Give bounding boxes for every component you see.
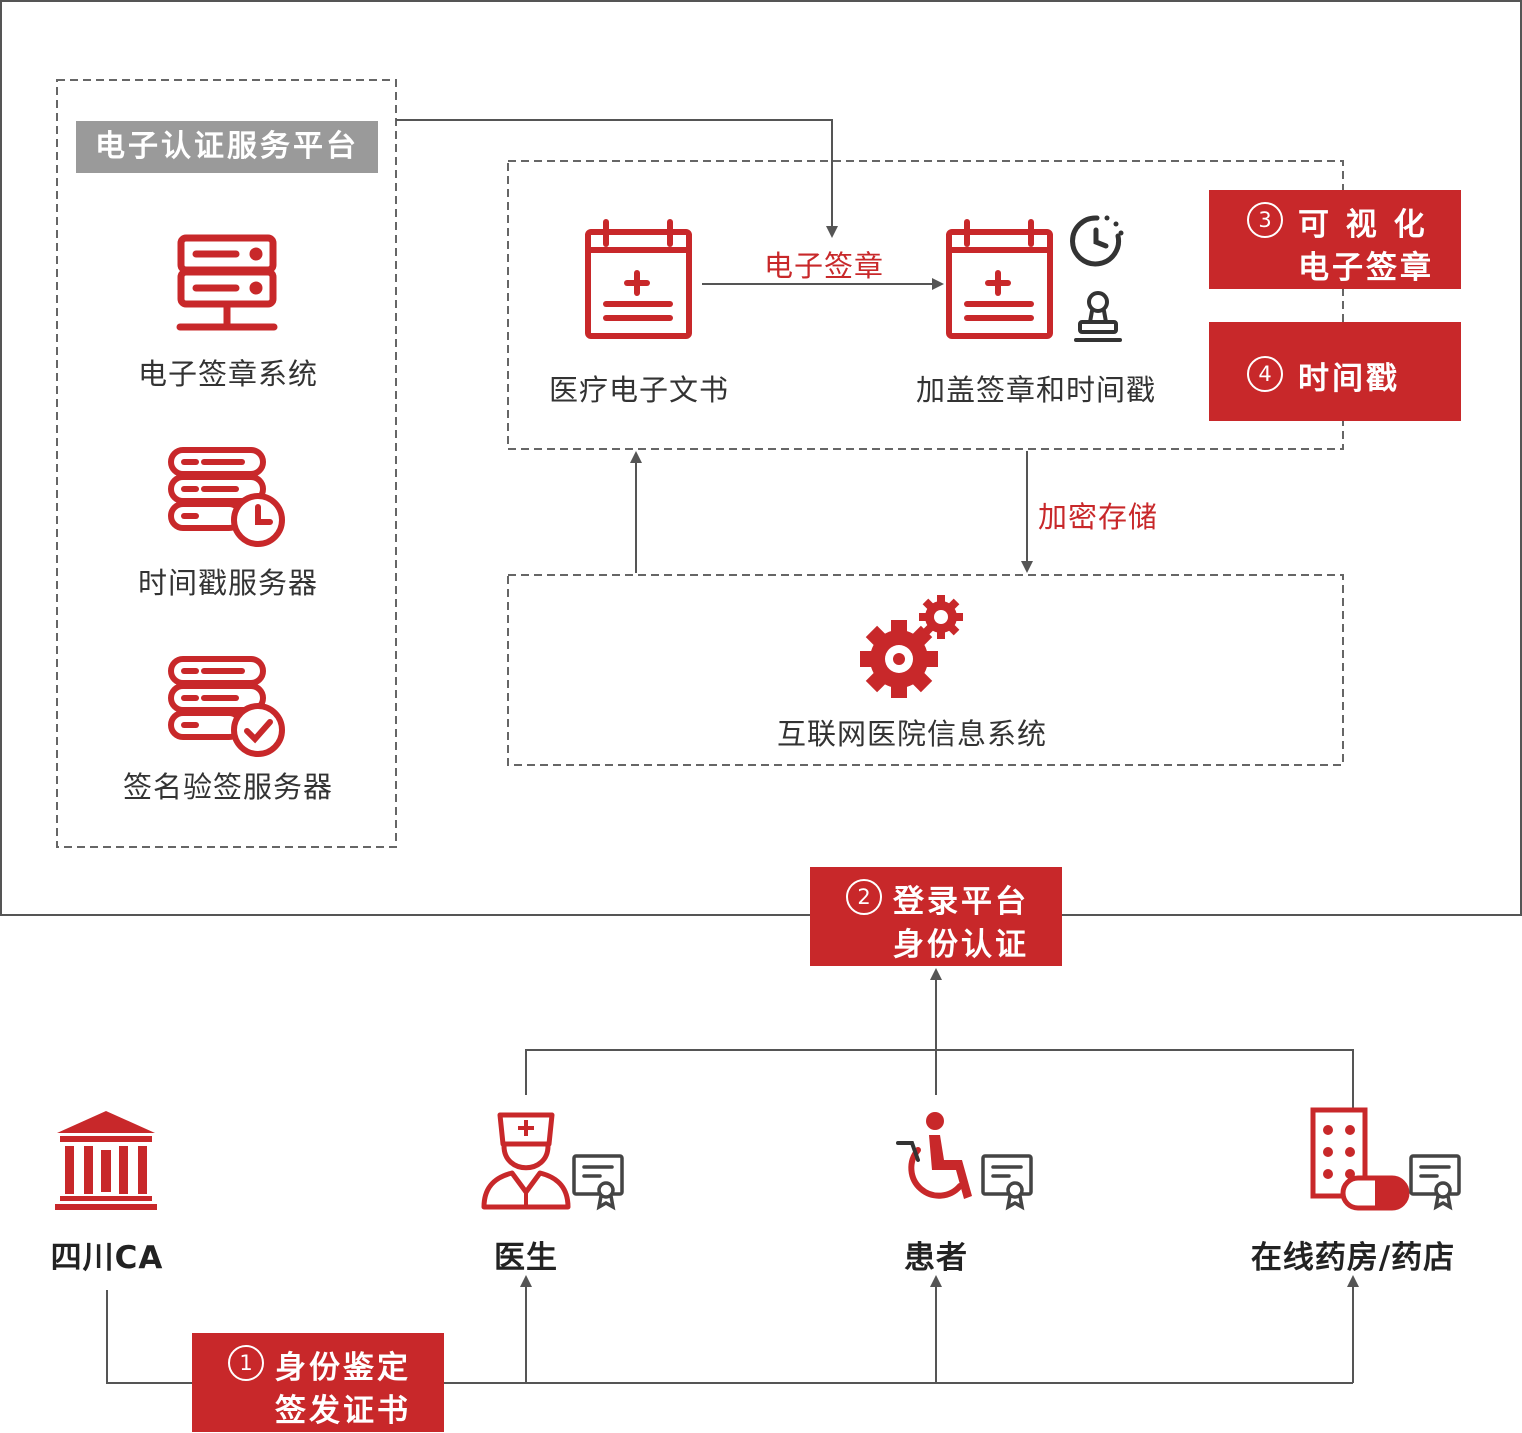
bank-building-icon [55, 1111, 157, 1210]
his-label: 互联网医院信息系统 [776, 717, 1048, 751]
certificate-icon [981, 1154, 1033, 1211]
server-icon [176, 234, 278, 331]
actor-label-patient: 患者 [904, 1240, 968, 1276]
medical-document-label: 医疗电子文书 [548, 373, 730, 407]
wheelchair-patient-icon [896, 1112, 972, 1199]
platform-to-seal-arrow [396, 119, 838, 238]
step4-line1: 时间戳 [1298, 361, 1400, 397]
ca-issue-line [106, 1290, 1353, 1384]
step1-number: 1 [228, 1345, 264, 1381]
step2-badge: 2 登录平台 身份认证 [810, 867, 1062, 966]
platform-frame [0, 0, 1522, 916]
step2-line2: 身份认证 [893, 927, 1029, 963]
certificate-icon [572, 1154, 624, 1211]
sign-arrow-label: 电子签章 [763, 249, 885, 283]
his-box [507, 574, 1344, 766]
platform-title: 电子认证服务平台 [76, 121, 378, 173]
gears-icon [860, 595, 963, 698]
actor-label-ca: 四川CA [50, 1240, 164, 1276]
login-branch-line [525, 1049, 1354, 1110]
step3-line1: 可 视 化 [1298, 207, 1428, 243]
step2-number: 2 [846, 879, 882, 915]
timestamp-server-icon [168, 447, 285, 547]
stamp-icon [1074, 291, 1122, 342]
step3-number: 3 [1247, 202, 1283, 238]
step3-badge: 3 可 视 化 电子签章 [1209, 190, 1461, 289]
step3-line2: 电子签章 [1298, 250, 1434, 286]
service-label-timestamp-server: 时间戳服务器 [137, 566, 319, 600]
service-label-verify-server: 签名验签服务器 [122, 770, 334, 804]
step1-line1: 身份鉴定 [275, 1350, 411, 1386]
step4-number: 4 [1247, 356, 1283, 392]
store-arrow-label: 加密存储 [1038, 500, 1159, 534]
step2-line1: 登录平台 [893, 884, 1029, 920]
step4-badge: 4 时间戳 [1209, 322, 1461, 421]
medical-document-icon [585, 219, 692, 339]
step1-line2: 签发证书 [275, 1393, 411, 1429]
signed-document-icon [946, 219, 1053, 339]
actor-label-doctor: 医生 [494, 1240, 558, 1276]
service-label-signature-system: 电子签章系统 [137, 357, 319, 391]
pharmacy-icon [1310, 1107, 1410, 1211]
step1-badge: 1 身份鉴定 签发证书 [192, 1333, 444, 1432]
verify-server-icon [168, 656, 285, 757]
doctor-icon [481, 1112, 571, 1210]
certificate-icon [1409, 1154, 1461, 1211]
service-group-box [56, 79, 397, 848]
signed-document-label: 加盖签章和时间戳 [915, 373, 1157, 407]
document-flow-box [507, 160, 1344, 450]
clock-icon [1070, 215, 1124, 267]
actor-label-pharmacy: 在线药房/药店 [1250, 1240, 1456, 1276]
